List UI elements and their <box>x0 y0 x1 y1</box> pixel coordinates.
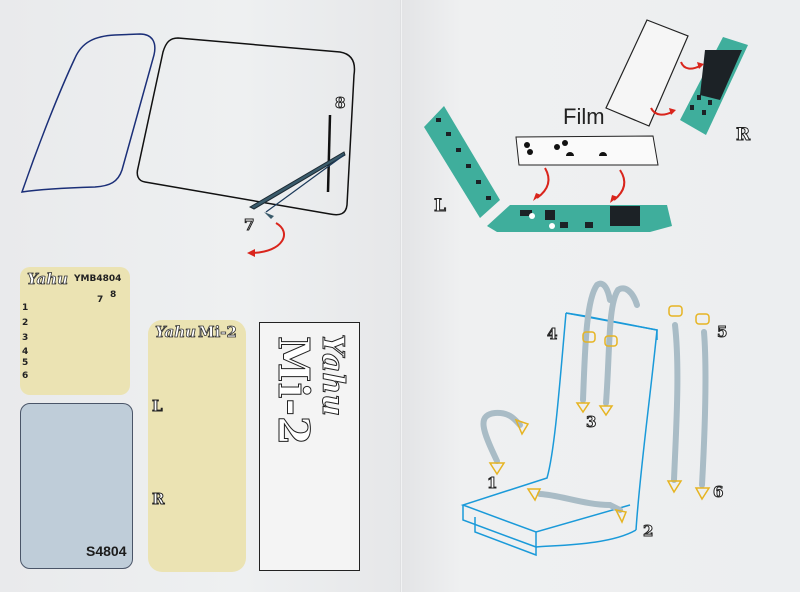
pe-row-number: 2 <box>22 318 29 328</box>
pe-row-number: 3 <box>22 333 29 343</box>
belt-label-2: 2 <box>642 522 654 541</box>
mask-fret-code: S4804 <box>86 543 127 559</box>
pe-row-number: 6 <box>22 371 29 381</box>
pe-fret-code: YMB4804 <box>74 274 122 284</box>
arrow-icon <box>251 222 285 254</box>
page-fold <box>400 0 403 592</box>
part-label-7: 7 <box>243 216 255 235</box>
pe-row-number: 4 <box>22 347 29 357</box>
mask-fret <box>20 403 133 569</box>
belt-label-3: 3 <box>585 413 597 432</box>
belt-label-6: 6 <box>712 483 724 502</box>
arrowhead-icon <box>247 249 255 257</box>
panel-label-l: L <box>434 196 447 217</box>
film-part <box>515 135 659 166</box>
pe-row-number: 1 <box>22 303 29 313</box>
wiper-blade-8 <box>326 114 332 193</box>
panel-fret-model: Mi-2 <box>198 323 238 342</box>
pe-side-label: 8 <box>110 290 117 300</box>
pe-fret <box>20 267 130 395</box>
belt-label-5: 5 <box>716 323 728 342</box>
seat-belts <box>480 280 709 513</box>
clear-part <box>605 19 689 127</box>
left-panel-L <box>424 106 500 218</box>
belt-label-4: 4 <box>546 325 558 344</box>
panel-fret-brand: Yahu <box>155 323 197 342</box>
pe-row-number: 5 <box>22 358 29 368</box>
film-label: Film <box>563 104 605 129</box>
panel-label-r: R <box>735 125 751 146</box>
pe-side-label: 7 <box>97 295 104 305</box>
seat-outline <box>460 312 658 557</box>
side-window-outline <box>20 33 156 193</box>
panel-fret <box>148 320 246 572</box>
panel-label-l: L <box>152 397 164 416</box>
part-label-8: 8 <box>334 94 346 113</box>
pe-fret-brand: Yahu <box>27 270 69 289</box>
panel-label-r: R <box>151 490 165 509</box>
right-page <box>402 0 800 592</box>
right-panel-R <box>680 37 748 135</box>
wiper-arm-7 <box>248 151 346 210</box>
film-sheet-model: Mi-2 <box>269 336 319 446</box>
buckles <box>488 305 711 524</box>
film-sheet <box>259 322 360 571</box>
film-sheet-brand: Yahu <box>315 334 351 417</box>
belt-label-1: 1 <box>486 474 498 493</box>
windscreen-outline <box>136 37 356 216</box>
center-panel <box>487 205 672 232</box>
